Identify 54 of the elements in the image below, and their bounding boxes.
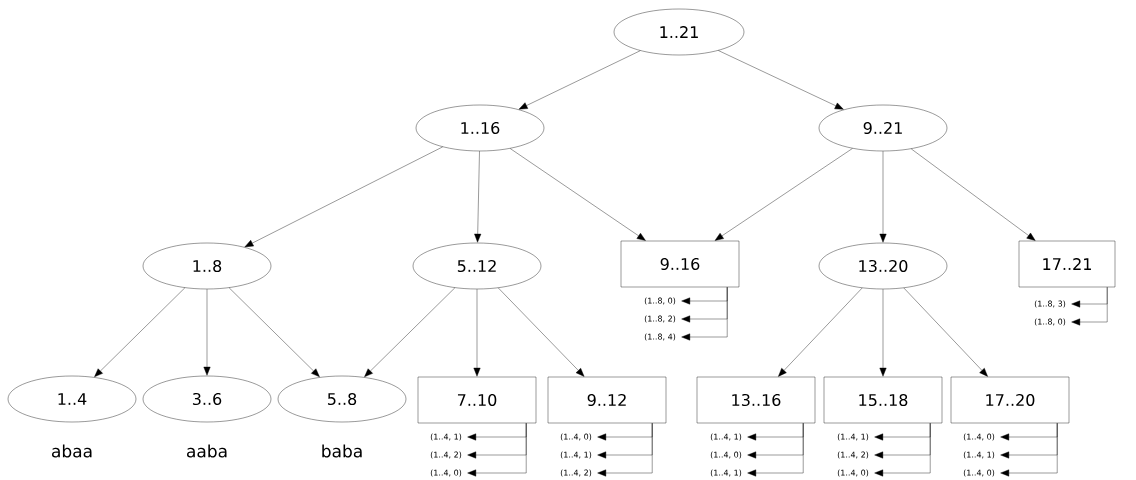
arrow xyxy=(474,151,482,243)
arrow xyxy=(911,148,1036,241)
arrow xyxy=(467,423,527,477)
range-box: 9..12 xyxy=(547,376,667,424)
string-label: aaba xyxy=(187,444,227,458)
arrow xyxy=(473,289,481,377)
arrow xyxy=(681,287,728,341)
pair-label: (1..4, 1) xyxy=(963,451,995,459)
pair-label: (1..4, 0) xyxy=(963,469,995,477)
arrow xyxy=(94,287,186,378)
pair-label: (1..8, 0) xyxy=(644,297,676,305)
arrow xyxy=(364,287,456,378)
arrow xyxy=(714,148,853,241)
arrow xyxy=(903,287,988,377)
arrow xyxy=(874,423,931,477)
pair-label: (1..4, 1) xyxy=(710,433,742,441)
arrow xyxy=(498,287,585,377)
arrow xyxy=(1000,423,1058,477)
pair-label: (1..8, 2) xyxy=(644,315,676,323)
arrow xyxy=(778,287,863,377)
range-box: 9..16 xyxy=(620,240,740,288)
range-box: 7..10 xyxy=(417,376,537,424)
arrow xyxy=(518,50,641,110)
arrow xyxy=(203,289,211,376)
pair-label: (1..8, 4) xyxy=(644,333,676,341)
arrow xyxy=(228,287,320,378)
arrow xyxy=(1071,287,1108,326)
pair-label: (1..4, 2) xyxy=(837,451,869,459)
string-label: abaa xyxy=(52,444,92,458)
pair-label: (1..4, 2) xyxy=(430,451,462,459)
range-box: 17..20 xyxy=(950,376,1070,424)
arrow xyxy=(747,423,804,477)
range-box: 17..21 xyxy=(1018,240,1116,288)
pair-label: (1..8, 0) xyxy=(1034,318,1066,326)
pair-label: (1..4, 1) xyxy=(430,433,462,441)
arrow xyxy=(718,50,844,110)
arrow xyxy=(509,148,646,241)
string-label: baba xyxy=(322,444,362,458)
arrow xyxy=(879,151,887,243)
pair-label: (1..4, 1) xyxy=(710,469,742,477)
pair-label: (1..4, 0) xyxy=(837,469,869,477)
pair-label: (1..4, 0) xyxy=(963,433,995,441)
pair-label: (1..4, 0) xyxy=(430,469,462,477)
arrow xyxy=(244,146,443,248)
pair-label: (1..4, 1) xyxy=(560,451,592,459)
pair-label: (1..4, 2) xyxy=(560,469,592,477)
pair-label: (1..4, 1) xyxy=(837,433,869,441)
range-box: 15..18 xyxy=(823,376,943,424)
range-box: 13..16 xyxy=(696,376,816,424)
arrow xyxy=(597,423,653,477)
pair-label: (1..8, 3) xyxy=(1034,300,1066,308)
arrow xyxy=(879,289,887,377)
pair-label: (1..4, 0) xyxy=(560,433,592,441)
pair-label: (1..4, 0) xyxy=(710,451,742,459)
